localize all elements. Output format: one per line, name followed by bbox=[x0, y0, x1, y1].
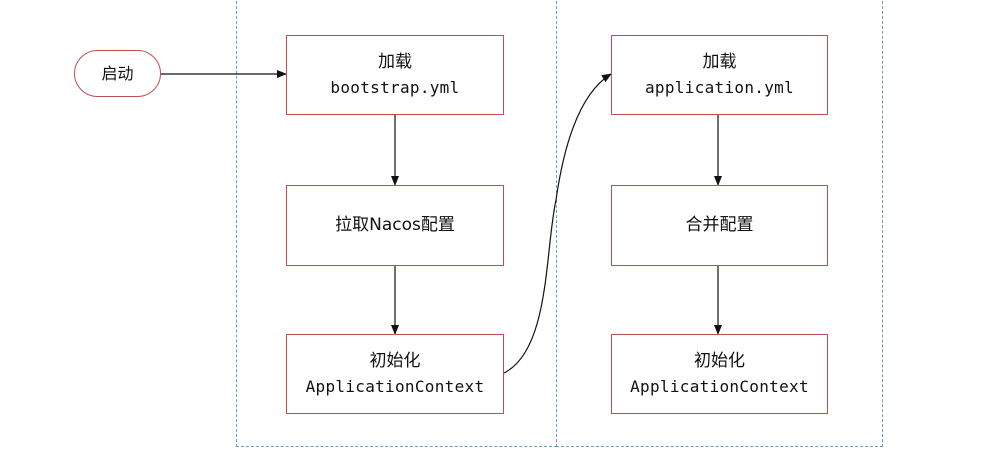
load-application-line2: application.yml bbox=[645, 78, 794, 97]
init-left-line2: ApplicationContext bbox=[305, 377, 485, 396]
arrow-init-to-load-application bbox=[503, 73, 612, 374]
init-right-line2: ApplicationContext bbox=[630, 377, 809, 396]
load-bootstrap-line2: bootstrap.yml bbox=[330, 78, 460, 97]
init-context-right-node: 初始化 ApplicationContext bbox=[611, 334, 828, 414]
start-label: 启动 bbox=[101, 64, 134, 83]
init-left-line1: 初始化 bbox=[369, 351, 421, 371]
load-application-line1: 加载 bbox=[702, 52, 737, 72]
init-right-line1: 初始化 bbox=[694, 351, 745, 371]
load-bootstrap-node: 加载 bootstrap.yml bbox=[286, 35, 504, 115]
merge-config-node: 合并配置 bbox=[611, 185, 828, 266]
pull-nacos-label: 拉取Nacos配置 bbox=[335, 215, 455, 235]
left-swimlane bbox=[236, 0, 557, 447]
merge-config-label: 合并配置 bbox=[685, 215, 754, 235]
init-context-left-node: 初始化 ApplicationContext bbox=[286, 334, 504, 414]
pull-nacos-node: 拉取Nacos配置 bbox=[286, 185, 504, 266]
right-swimlane bbox=[556, 0, 883, 447]
load-application-node: 加载 application.yml bbox=[611, 35, 828, 115]
load-bootstrap-line1: 加载 bbox=[378, 52, 412, 72]
start-node: 启动 bbox=[74, 50, 161, 97]
